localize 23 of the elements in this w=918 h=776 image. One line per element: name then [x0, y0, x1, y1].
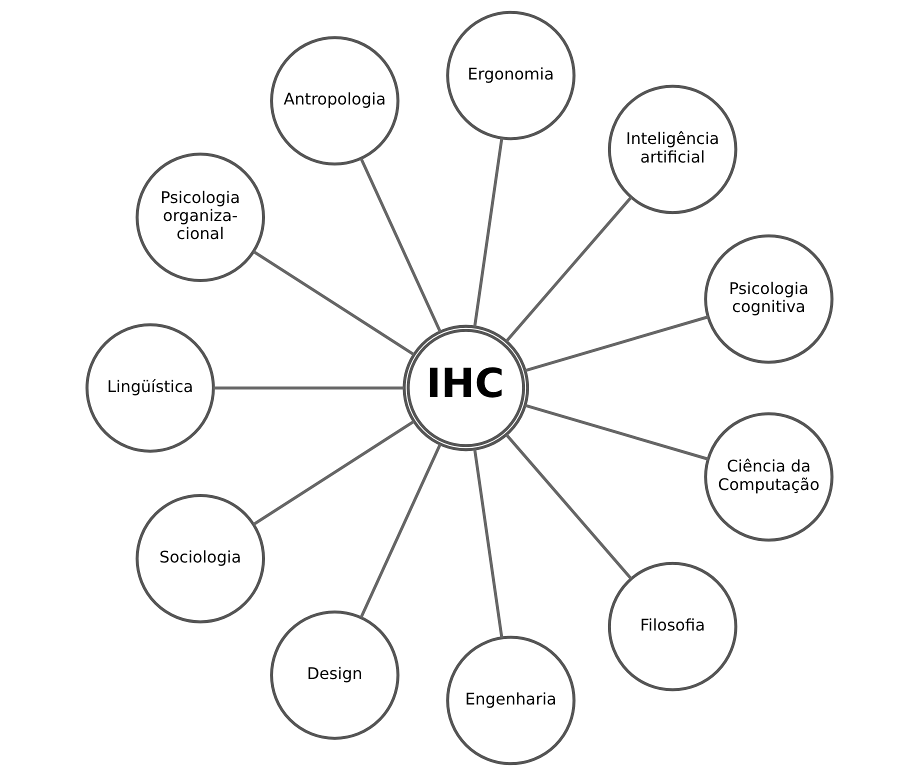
connector — [359, 158, 441, 332]
node-circle: Engenharia — [446, 636, 576, 766]
connector — [472, 138, 503, 327]
connector — [524, 315, 708, 372]
node-circle: IHC — [402, 324, 529, 452]
connector — [504, 434, 632, 580]
connector — [252, 250, 414, 356]
node-circle: Design — [270, 610, 399, 740]
node-circle: Inteligência artificial — [607, 84, 737, 214]
connector — [212, 386, 404, 390]
node-circle: Sociologia — [135, 494, 265, 624]
node-circle: Lingüística — [85, 323, 214, 453]
connector — [252, 420, 414, 526]
connector — [524, 404, 708, 461]
node-circle: Ergonomia — [446, 10, 576, 140]
node-circle: Ciência da Computação — [704, 412, 833, 542]
connector — [359, 444, 441, 618]
connector — [504, 196, 632, 342]
node-circle: Psicologia organiza- cional — [135, 152, 265, 282]
connector — [472, 449, 503, 638]
node-circle: Psicologia cognitiva — [704, 234, 833, 364]
node-circle: Antropologia — [270, 36, 399, 166]
node-circle: Filosofia — [607, 562, 737, 692]
